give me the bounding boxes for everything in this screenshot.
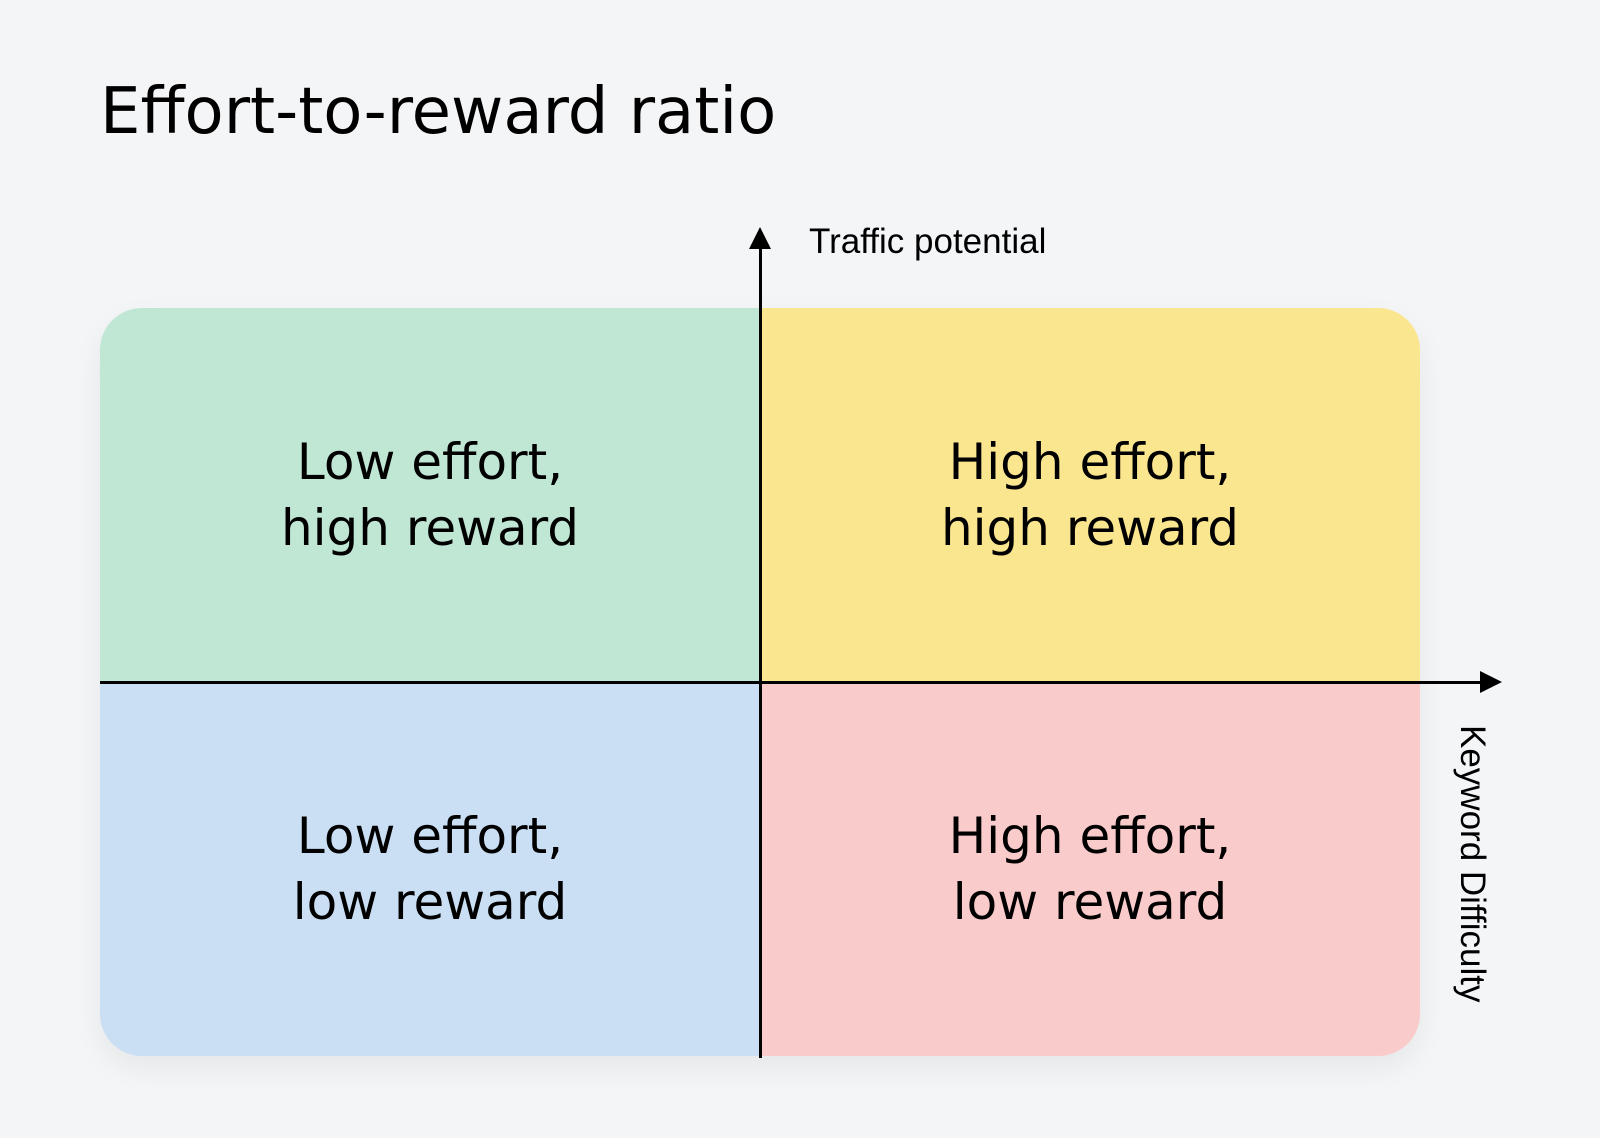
- y-axis-line: [759, 240, 762, 1058]
- quadrant-label-line2: low reward: [292, 873, 568, 931]
- quadrant-high-effort-high-reward: High effort, high reward: [760, 308, 1420, 682]
- diagram-title: Effort-to-reward ratio: [100, 75, 777, 149]
- quadrant-label-line2: low reward: [952, 873, 1228, 931]
- x-axis-arrow-right-icon: [1480, 671, 1502, 693]
- quadrant-label-line2: high reward: [940, 499, 1240, 557]
- quadrant-label-line2: high reward: [280, 499, 580, 557]
- quadrant-low-effort-high-reward: Low effort, high reward: [100, 308, 760, 682]
- quadrant-grid: Low effort, high reward High effort, hig…: [100, 308, 1420, 1056]
- quadrant-label-line1: High effort,: [948, 433, 1232, 491]
- quadrant-label-line1: Low effort,: [296, 433, 564, 491]
- quadrant-low-effort-low-reward: Low effort, low reward: [100, 682, 760, 1056]
- quadrant-label-line1: Low effort,: [296, 807, 564, 865]
- x-axis-label: Keyword Difficulty: [1453, 725, 1492, 1003]
- quadrant-high-effort-low-reward: High effort, low reward: [760, 682, 1420, 1056]
- y-axis-arrow-up-icon: [749, 227, 771, 249]
- y-axis-label: Traffic potential: [809, 222, 1047, 261]
- quadrant-label-line1: High effort,: [948, 807, 1232, 865]
- x-axis-line: [100, 681, 1495, 684]
